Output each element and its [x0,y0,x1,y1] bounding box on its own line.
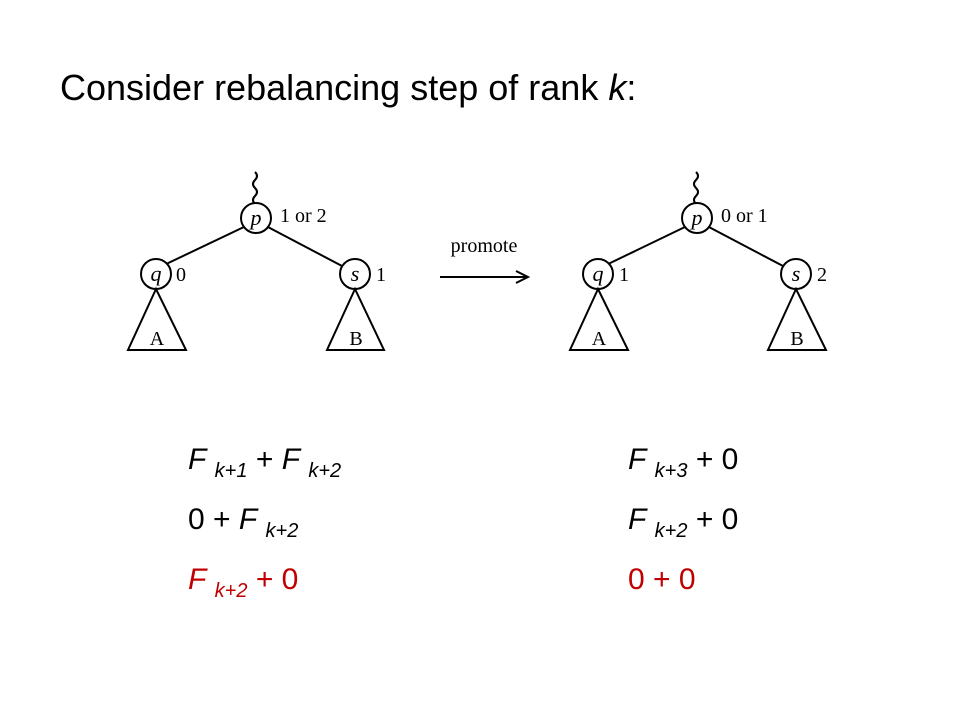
title-var: k [608,67,627,108]
slide-title: Consider rebalancing step of rank k: [60,62,636,114]
left-s-label: s [351,261,360,286]
left-subtree-b-label: B [349,328,362,350]
eq-sub: k+2 [214,580,248,602]
right-q-label: q [593,261,604,286]
right-equation-3: 0 + 0 [628,560,696,600]
eq-var: F [628,443,647,476]
right-p-rank: 0 or 1 [721,205,768,227]
right-equation-2: F k+2 + 0 [628,500,738,543]
eq-text: 0 + 0 [628,563,696,596]
right-equation-1: F k+3 + 0 [628,440,738,483]
title-prefix: Consider rebalancing step of rank [60,67,609,108]
left-q-label: q [151,261,162,286]
eq-text: 0 + [188,503,239,536]
left-tree [126,171,386,351]
left-squiggle [252,171,258,205]
right-q-rank: 1 [619,264,629,286]
left-subtree-b [325,286,386,351]
right-p-label: p [690,205,703,230]
eq-sub: k+1 [214,460,248,482]
right-subtree-b-label: B [790,328,803,350]
right-subtree-a [568,286,630,351]
title-suffix: : [626,67,637,108]
right-edge-ps [706,225,784,267]
eq-var: F [188,563,207,596]
left-q-rank: 0 [176,264,186,286]
eq-sub: k+2 [265,520,299,542]
eq-sub: k+2 [654,520,688,542]
right-subtree-b [766,286,828,351]
right-s-rank: 2 [817,264,827,286]
right-squiggle [693,171,699,205]
left-subtree-a [126,286,188,351]
right-subtree-a-label: A [592,328,607,350]
left-edge-pq [161,225,247,267]
right-s-label: s [792,261,801,286]
right-tree [568,171,828,351]
left-s-rank: 1 [376,264,386,286]
right-node-p [681,202,713,234]
arrow-label: promote [451,235,518,257]
left-equation-1: F k+1 + F k+2 [188,440,341,483]
left-p-rank: 1 or 2 [280,205,327,227]
left-edge-ps [265,225,343,267]
left-node-p [240,202,272,234]
eq-text: + 0 [247,563,299,596]
eq-var: F [281,443,301,476]
left-subtree-a-label: A [150,328,165,350]
arrow-icon [440,270,531,284]
eq-var: F [628,503,647,536]
eq-var: F [238,503,258,536]
right-edge-pq [603,225,688,267]
eq-var: F [188,443,207,476]
left-p-label: p [249,205,262,230]
left-equation-3: F k+2 + 0 [188,560,298,603]
left-equation-2: 0 + F k+2 [188,500,298,543]
eq-text: + 0 [687,443,739,476]
eq-sub: k+3 [654,460,688,482]
eq-text: + 0 [687,503,739,536]
eq-text: + [247,443,282,476]
eq-sub: k+2 [308,460,342,482]
